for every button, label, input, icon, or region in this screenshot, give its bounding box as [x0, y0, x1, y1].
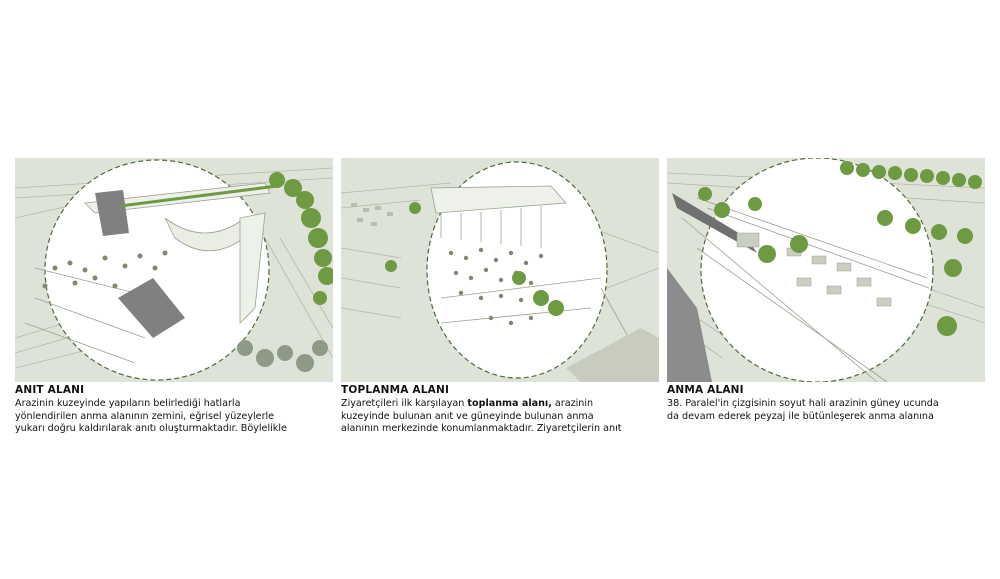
- caption-body: 38. Paralel'in çizgisinin soyut hali ara…: [667, 398, 991, 423]
- caption-title: ANMA ALANI: [667, 384, 744, 396]
- caption-line: yukarı doğru kaldırılarak anıtı oluşturm…: [15, 423, 287, 435]
- caption-emphasis: toplanma alanı,: [467, 398, 552, 409]
- dark-roof: [95, 190, 129, 236]
- caption-body: Arazinin kuzeyinde yapıların belirlediği…: [15, 398, 339, 436]
- site-render-3: [667, 158, 985, 382]
- render-anit-alani: [15, 158, 333, 382]
- caption-line: Arazinin kuzeyinde yapıların belirlediği…: [15, 398, 241, 409]
- dark-roof: [118, 278, 185, 338]
- dark-wall: [667, 268, 712, 382]
- caption-text: arazinin: [551, 398, 594, 409]
- caption-text: Ziyaretçileri ilk karşılayan: [341, 398, 468, 409]
- focus-circle: [700, 158, 934, 382]
- focus-circle: [426, 161, 608, 379]
- caption-toplanma-alani: TOPLANMA ALANI Ziyaretçileri ilk karşıla…: [341, 384, 665, 436]
- caption-title: TOPLANMA ALANI: [341, 384, 450, 396]
- dark-wall: [672, 193, 757, 253]
- render-anma-alani: [667, 158, 985, 382]
- site-render-2: [341, 158, 659, 382]
- caption-anit-alani: ANIT ALANI Arazinin kuzeyinde yapıların …: [15, 384, 339, 436]
- caption-line: 38. Paralel'in çizgisinin soyut hali ara…: [667, 398, 939, 409]
- caption-line: kuzeyinde bulunan anıt ve güneyinde bulu…: [341, 410, 594, 422]
- caption-line: da devam ederek peyzaj ile bütünleşerek …: [667, 410, 934, 422]
- caption-title: ANIT ALANI: [15, 384, 85, 396]
- caption-line: Ziyaretçileri ilk karşılayan toplanma al…: [341, 398, 665, 411]
- caption-anma-alani: ANMA ALANI 38. Paralel'in çizgisinin soy…: [667, 384, 991, 423]
- caption-line: yönlendirilen anma alanının zemini, eğri…: [15, 410, 275, 422]
- caption-line: alanının merkezinde konumlanmaktadır. Zi…: [341, 423, 622, 435]
- render-toplanma-alani: [341, 158, 659, 382]
- site-render-1: [15, 158, 333, 382]
- caption-body: Ziyaretçileri ilk karşılayan toplanma al…: [341, 398, 665, 436]
